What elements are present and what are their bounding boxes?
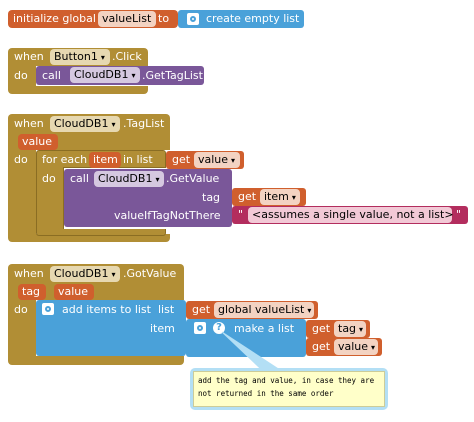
loop-var-item[interactable]: item [89,152,121,168]
item-socket-label: item [150,322,175,335]
chevron-down-icon: ▾ [131,71,136,80]
taglist-event-arm [8,150,36,234]
chevron-down-icon: ▾ [111,120,116,129]
add-items-label: add items to list [62,303,151,316]
when-label: when [14,50,44,63]
chevron-down-icon: ▾ [231,156,236,165]
when-label: when [14,117,44,130]
method-name-label: .GetValue [166,172,220,185]
do-label: do [14,69,28,82]
gear-icon[interactable] [194,322,206,334]
get-var-dropdown[interactable]: global valueList▾ [214,302,314,318]
taglist-event-foot [8,234,170,242]
event-name-label: .TagList [123,117,165,130]
event-param-tag[interactable]: tag [18,284,46,300]
tag-socket-label: tag [202,191,221,204]
get-label: get [172,153,191,166]
event-name-label: .GotValue [123,267,177,280]
in-list-label: in list [123,153,153,166]
chevron-down-icon: ▾ [155,175,160,184]
call-label: call [42,69,61,82]
do-label: do [14,153,28,166]
chevron-down-icon: ▾ [371,343,376,352]
chevron-down-icon: ▾ [100,53,105,62]
global-init-to: to [158,12,170,25]
global-init-label: initialize global [13,12,96,25]
component-dropdown[interactable]: CloudDB1▾ [50,266,120,282]
chevron-down-icon: ▾ [359,325,364,334]
event-param-value[interactable]: value [18,134,58,150]
get-var-dropdown[interactable]: tag▾ [334,321,366,337]
chevron-down-icon: ▾ [307,306,312,315]
get-var-dropdown[interactable]: value▾ [194,152,240,168]
create-empty-list-block[interactable] [178,10,304,28]
list-socket-label: list [158,303,175,316]
method-name-label: .GetTagList [142,69,203,82]
clouddb-component-dropdown[interactable]: CloudDB1▾ [94,171,164,187]
inner-do-label: do [42,172,56,185]
for-each-label: for each [42,153,88,166]
button1-click-event-arm [8,66,36,86]
gotvalue-event-arm [8,300,36,356]
get-label: get [192,303,211,316]
event-param-value[interactable]: value [54,284,94,300]
get-label: get [238,190,257,203]
make-a-list-label: make a list [234,322,295,335]
quote-open: " [238,208,244,221]
add-items-to-list-block[interactable] [36,300,186,356]
component-dropdown[interactable]: CloudDB1▾ [50,116,120,132]
gear-icon[interactable] [42,303,54,315]
get-label: get [312,322,331,335]
global-var-name-field[interactable]: valueList [98,11,156,27]
get-label: get [312,340,331,353]
for-each-foot [36,229,166,236]
button1-click-event-foot [8,86,148,94]
for-each-arm [36,167,64,229]
component-dropdown[interactable]: Button1▾ [50,49,110,65]
when-label: when [14,267,44,280]
chevron-down-icon: ▾ [291,193,296,202]
question-icon[interactable]: ? [213,322,225,334]
do-label: do [14,303,28,316]
call-label: call [70,172,89,185]
text-string-field[interactable]: <assumes a single value, not a list> [248,207,454,223]
value-if-tag-not-there-label: valueIfTagNotThere [114,209,221,222]
get-var-dropdown[interactable]: value▾ [334,339,378,355]
get-var-dropdown[interactable]: item▾ [260,189,300,205]
event-name-label: .Click [112,50,142,63]
quote-close: " [456,208,462,221]
clouddb-component-dropdown[interactable]: CloudDB1▾ [70,67,140,83]
comment-bubble[interactable]: add the tag and value, in case they are … [190,368,388,410]
gear-icon[interactable] [187,13,199,25]
comment-pointer [221,331,282,371]
create-empty-list-label: create empty list [206,12,300,25]
chevron-down-icon: ▾ [111,270,116,279]
gotvalue-event-foot [8,356,184,365]
comment-text[interactable]: add the tag and value, in case they are … [193,371,385,407]
